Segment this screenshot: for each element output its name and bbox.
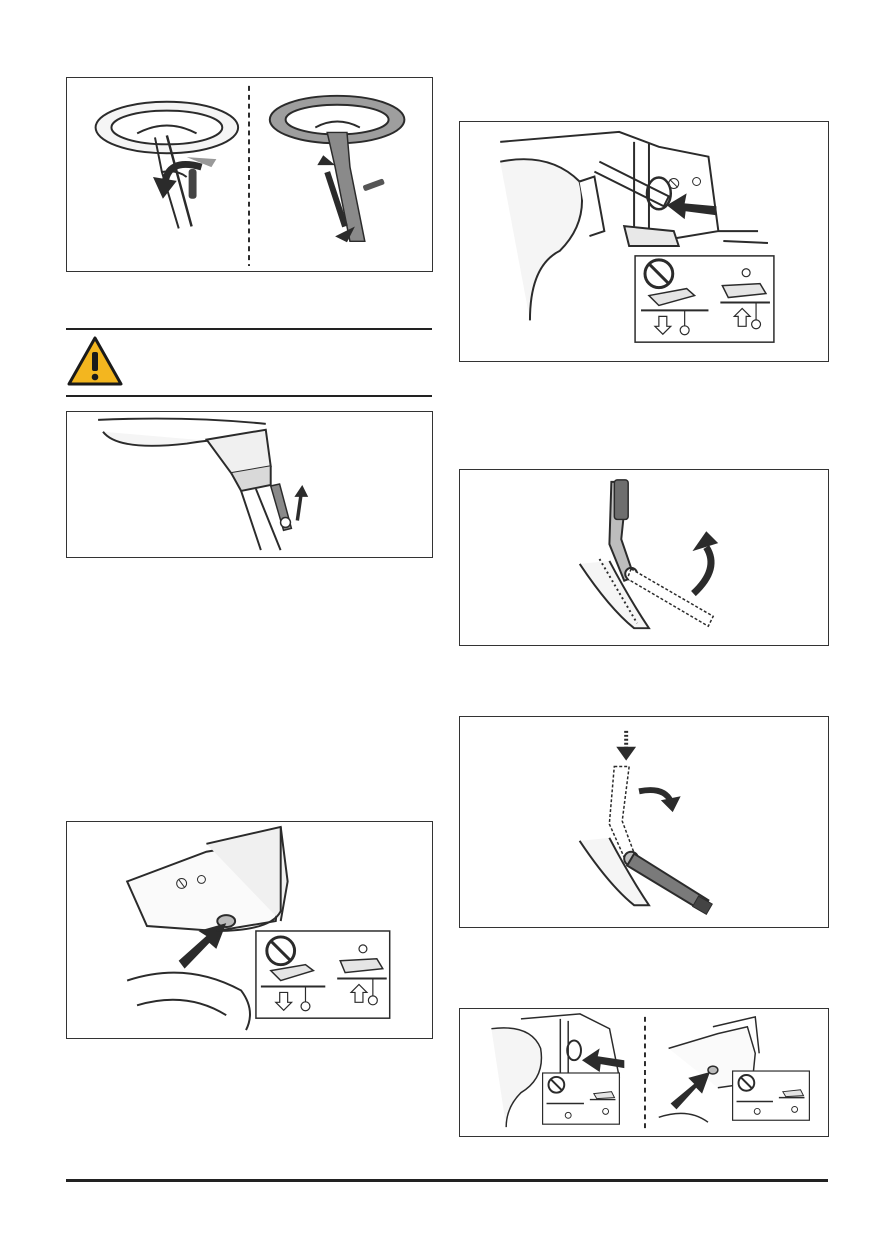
no-reverse-mowing-icon <box>260 935 326 1012</box>
mowing-decal-left <box>255 930 391 1019</box>
arrow-icon <box>666 193 717 220</box>
warning-triangle-icon <box>66 335 124 387</box>
reverse-switch-hand-illustration <box>500 130 775 343</box>
warning-bottom-rule <box>66 395 432 397</box>
small-decal-icons <box>668 177 702 189</box>
arrow-icon <box>670 1072 710 1110</box>
arrow-down-icon <box>616 730 637 761</box>
figure-steering-adjust <box>66 77 433 272</box>
mowing-decal-small-right <box>732 1070 810 1121</box>
brake-lever-lowered-outline <box>626 567 715 628</box>
steering-wheel-right <box>268 94 406 243</box>
figure-reverse-mowing-switch-right <box>459 121 829 362</box>
mowing-forward-icon <box>592 1091 616 1100</box>
lock-lever-illustration <box>98 417 309 551</box>
curved-arrow-icon <box>638 787 681 813</box>
mowing-decal-right <box>634 255 775 343</box>
parking-brake-engage-illustration <box>578 479 719 630</box>
mowing-forward-icon <box>781 1089 805 1098</box>
figure-parking-brake-engage <box>459 469 829 646</box>
reverse-switch-both-illustration <box>491 1013 810 1132</box>
lock-lever <box>269 483 293 532</box>
figure-reverse-mowing-switch-left <box>66 821 433 1039</box>
arrow-icon <box>178 923 227 969</box>
parking-brake-release-illustration <box>578 730 713 915</box>
mowing-forward-icon <box>337 944 387 1006</box>
steering-adjust-illustration <box>94 85 406 267</box>
release-knob <box>216 914 237 929</box>
footer-rule <box>66 1179 828 1182</box>
figure-reverse-switch-both-views <box>459 1008 829 1137</box>
no-reverse-mowing-icon <box>641 258 709 336</box>
figure-steering-lock-lever <box>66 411 433 558</box>
figure-parking-brake-release <box>459 716 829 928</box>
lock-lever-left <box>188 169 197 199</box>
reverse-switch-illustration <box>125 825 391 1031</box>
curved-arrow-up-icon <box>691 531 719 597</box>
brake-lever-lowered <box>623 850 713 915</box>
warning-top-rule <box>66 328 432 330</box>
arrow-icon <box>581 1048 625 1073</box>
small-decal-icons <box>176 875 206 889</box>
mowing-forward-icon <box>720 268 770 330</box>
arrow-up-icon <box>294 484 309 521</box>
brake-lever-raised <box>608 479 639 583</box>
up-down-arrow-icon <box>317 155 355 243</box>
rotate-arrow-icon <box>153 157 217 199</box>
steering-wheel-left <box>94 100 240 229</box>
mowing-decal-small-left <box>542 1072 620 1125</box>
